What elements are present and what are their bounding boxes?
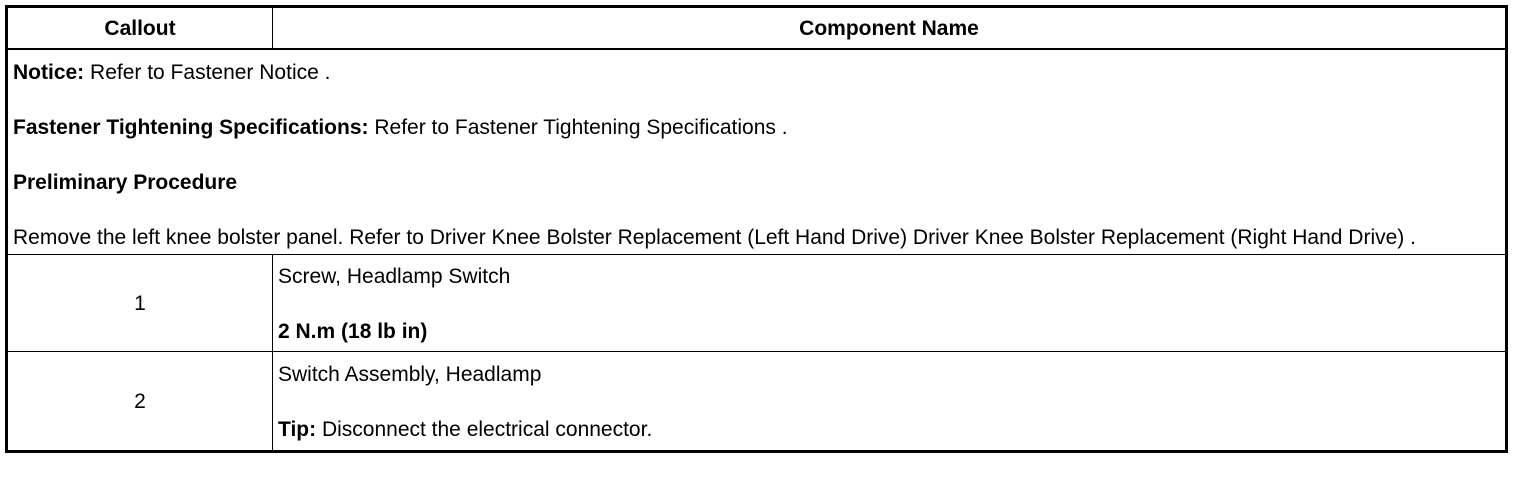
torque-spec: 2 N.m (18 lb in) [278,320,428,343]
header-component-name: Component Name [272,6,1507,50]
table-row: 2 Switch Assembly, Headlamp Tip: Disconn… [6,351,1507,452]
header-callout: Callout [6,6,273,50]
callout-number: 2 [6,351,273,452]
table-row: 1 Screw, Headlamp Switch 2 N.m (18 lb in… [6,254,1507,352]
component-cell: Screw, Headlamp Switch 2 N.m (18 lb in) [272,254,1507,352]
preliminary-text: Remove the left knee bolster panel. Refe… [13,226,1416,249]
notice-text: Refer to Fastener Notice . [84,61,331,84]
notice-paragraph: Notice: Refer to Fastener Notice . [13,60,1500,85]
component-table: Callout Component Name Notice: Refer to … [5,5,1508,453]
preliminary-heading: Preliminary Procedure [13,171,238,194]
callout-number: 1 [6,254,273,352]
spec-text: Refer to Fastener Tightening Specificati… [368,116,788,139]
component-name: Switch Assembly, Headlamp [278,363,542,386]
spec-paragraph: Fastener Tightening Specifications: Refe… [13,115,1500,140]
tip-paragraph: Tip: Disconnect the electrical connector… [278,417,1500,442]
tip-text: Disconnect the electrical connector. [316,418,653,441]
component-cell: Switch Assembly, Headlamp Tip: Disconnec… [272,351,1507,452]
spec-label: Fastener Tightening Specifications: [13,116,369,139]
tip-label: Tip: [278,418,317,441]
component-name: Screw, Headlamp Switch [278,265,511,288]
header-row: Callout Component Name [6,6,1507,50]
notes-cell: Notice: Refer to Fastener Notice . Faste… [6,48,1507,255]
notice-label: Notice: [13,61,85,84]
notes-row: Notice: Refer to Fastener Notice . Faste… [6,48,1507,255]
